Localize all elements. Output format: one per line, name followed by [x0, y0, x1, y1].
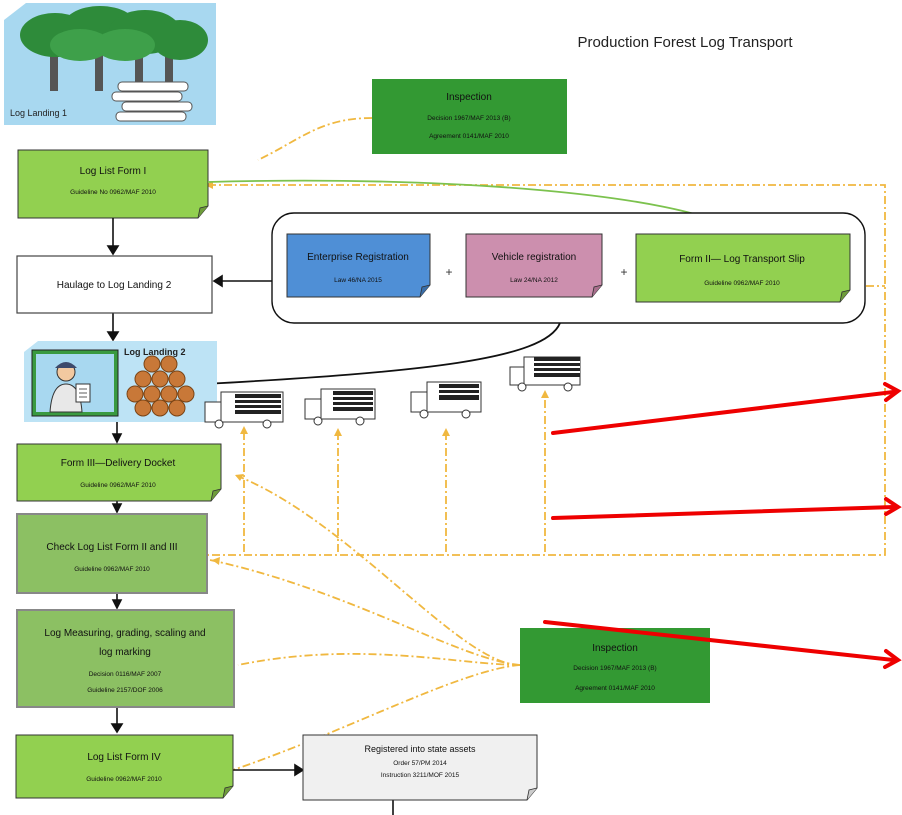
log-landing-1-label: Log Landing 1	[10, 108, 67, 118]
registered-sub-2: Instruction 3211/MOF 2015	[381, 772, 460, 779]
inspection-bottom-line2: Agreement 0141/MAF 2010	[575, 685, 655, 692]
inspection-top-box: Inspection Decision 1967/MAF 2013 (B) Ag…	[372, 79, 567, 154]
vehicle-sub: Law 24/NA 2012	[510, 277, 558, 284]
form3-sub: Guideline 0962/MAF 2010	[80, 482, 156, 489]
container-to-landing2-arrow	[198, 322, 561, 390]
check-sub: Guideline 0962/MAF 2010	[74, 566, 150, 573]
plus-sign-1: +	[445, 265, 452, 279]
registered-assets-box: Registered into state assets Order 57/PM…	[302, 734, 538, 801]
inspection-top-line2: Agreement 0141/MAF 2010	[429, 133, 509, 140]
log-list-form-1-box: Log List Form I Guideline No 0962/MAF 20…	[17, 149, 209, 219]
form4-sub: Guideline 0962/MAF 2010	[86, 776, 162, 783]
connector-arrowheads	[205, 181, 549, 565]
inspection-bottom-line1: Decision 1967/MAF 2013 (B)	[573, 665, 656, 672]
enterprise-title: Enterprise Registration	[307, 252, 409, 263]
registered-title: Registered into state assets	[364, 744, 476, 754]
log-list-form-1-sub: Guideline No 0962/MAF 2010	[70, 189, 156, 196]
log-list-form-4-box: Log List Form IV Guideline 0962/MAF 2010	[15, 734, 234, 799]
log-measuring-box: Log Measuring, grading, scaling and log …	[16, 609, 235, 708]
log-landing-1-illustration: Log Landing 1	[4, 3, 216, 125]
haulage-box: Haulage to Log Landing 2	[16, 255, 213, 314]
inspection-top-title: Inspection	[446, 92, 492, 103]
form3-box: Form III—Delivery Docket Guideline 0962/…	[16, 443, 222, 502]
truck-icon	[204, 391, 284, 429]
form3-title: Form III—Delivery Docket	[61, 458, 176, 469]
form2-box: Form II— Log Transport Slip Guideline 09…	[635, 233, 851, 303]
registration-group: Enterprise Registration Law 46/NA 2015 +…	[271, 212, 866, 324]
diagram-title: Production Forest Log Transport	[577, 34, 793, 51]
inspection-bottom-title: Inspection	[592, 643, 638, 654]
vehicle-registration-box: Vehicle registration Law 24/NA 2012	[465, 233, 603, 298]
measuring-sub-1: Decision 0116/MAF 2007	[89, 671, 162, 678]
registered-sub-1: Order 57/PM 2014	[393, 760, 447, 767]
check-log-list-box: Check Log List Form II and III Guideline…	[16, 513, 208, 594]
vehicle-title: Vehicle registration	[492, 252, 577, 263]
truck-icon	[509, 356, 581, 392]
inspection-bottom-box: Inspection Decision 1967/MAF 2013 (B) Ag…	[520, 628, 710, 703]
red-annotation-arrows	[543, 382, 902, 669]
inspection-connectors	[208, 117, 886, 771]
truck-icon	[304, 388, 376, 426]
form2-sub: Guideline 0962/MAF 2010	[704, 280, 780, 287]
truck-icon	[410, 381, 482, 419]
log-landing-2-label: Log Landing 2	[124, 347, 186, 357]
haulage-title: Haulage to Log Landing 2	[57, 280, 172, 291]
measuring-title-2: log marking	[99, 647, 151, 658]
measuring-title-1: Log Measuring, grading, scaling and	[44, 628, 205, 639]
form2-title: Form II— Log Transport Slip	[679, 254, 805, 265]
enterprise-sub: Law 46/NA 2015	[334, 277, 382, 284]
check-title: Check Log List Form II and III	[46, 542, 177, 553]
log-list-form-1-title: Log List Form I	[80, 166, 147, 177]
enterprise-registration-box: Enterprise Registration Law 46/NA 2015	[286, 233, 431, 298]
inspection-top-line1: Decision 1967/MAF 2013 (B)	[427, 115, 510, 122]
measuring-sub-2: Guideline 2157/DOF 2006	[87, 687, 163, 694]
plus-sign-2: +	[620, 265, 627, 279]
log-landing-2-illustration: Log Landing 2	[24, 341, 217, 422]
form4-title: Log List Form IV	[87, 752, 161, 763]
